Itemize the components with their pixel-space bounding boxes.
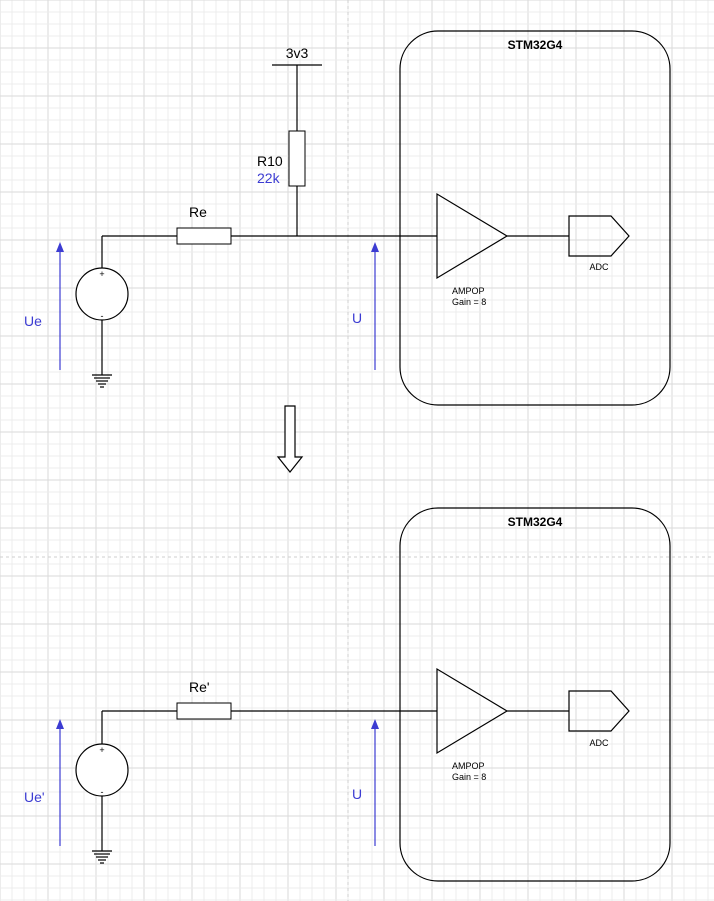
pullup-name-label: R10	[257, 153, 283, 169]
adc-label: ADC	[589, 262, 609, 272]
source-plus-sign: +	[99, 745, 104, 755]
mcu-label: STM32G4	[508, 515, 563, 529]
measured-voltage-label: U	[352, 786, 362, 802]
pullup-resistor	[288, 130, 306, 187]
adc-symbol	[568, 215, 630, 257]
measured-voltage-label: U	[352, 310, 362, 326]
adc-symbol	[568, 690, 630, 732]
series-resistor-label: Re	[189, 204, 207, 220]
ground-symbol	[92, 850, 112, 864]
mcu-label: STM32G4	[508, 38, 563, 52]
mcu-block	[399, 30, 671, 406]
source-voltage-arrow	[56, 242, 64, 370]
mcu-block	[399, 507, 671, 882]
source-minus-sign: -	[101, 311, 104, 321]
source-plus-sign: +	[99, 269, 104, 279]
source-minus-sign: -	[101, 787, 104, 797]
ground-symbol	[92, 374, 112, 388]
bottom-circuit: Re' + - Ue' U STM32G4 AMPOP Gain = 8	[24, 507, 671, 882]
down-arrow-icon	[276, 405, 304, 473]
amplifier-label: AMPOP	[452, 761, 485, 771]
adc-label: ADC	[589, 738, 609, 748]
amplifier-gain-label: Gain = 8	[452, 772, 486, 782]
pullup-value-label: 22k	[257, 170, 281, 186]
supply-label: 3v3	[286, 45, 309, 61]
amplifier-gain-label: Gain = 8	[452, 297, 486, 307]
source-voltage-label: Ue	[24, 313, 42, 329]
series-resistor-label: Re'	[189, 679, 210, 695]
series-resistor	[176, 702, 232, 720]
measured-voltage-arrow	[371, 242, 379, 370]
source-voltage-label: Ue'	[24, 789, 45, 805]
amplifier-symbol	[436, 192, 509, 280]
amplifier-label: AMPOP	[452, 286, 485, 296]
series-resistor	[176, 227, 232, 245]
top-circuit: 3v3 R10 22k Re + - Ue	[24, 30, 671, 406]
source-voltage-arrow	[56, 719, 64, 846]
amplifier-symbol	[436, 667, 509, 755]
measured-voltage-arrow	[371, 719, 379, 846]
